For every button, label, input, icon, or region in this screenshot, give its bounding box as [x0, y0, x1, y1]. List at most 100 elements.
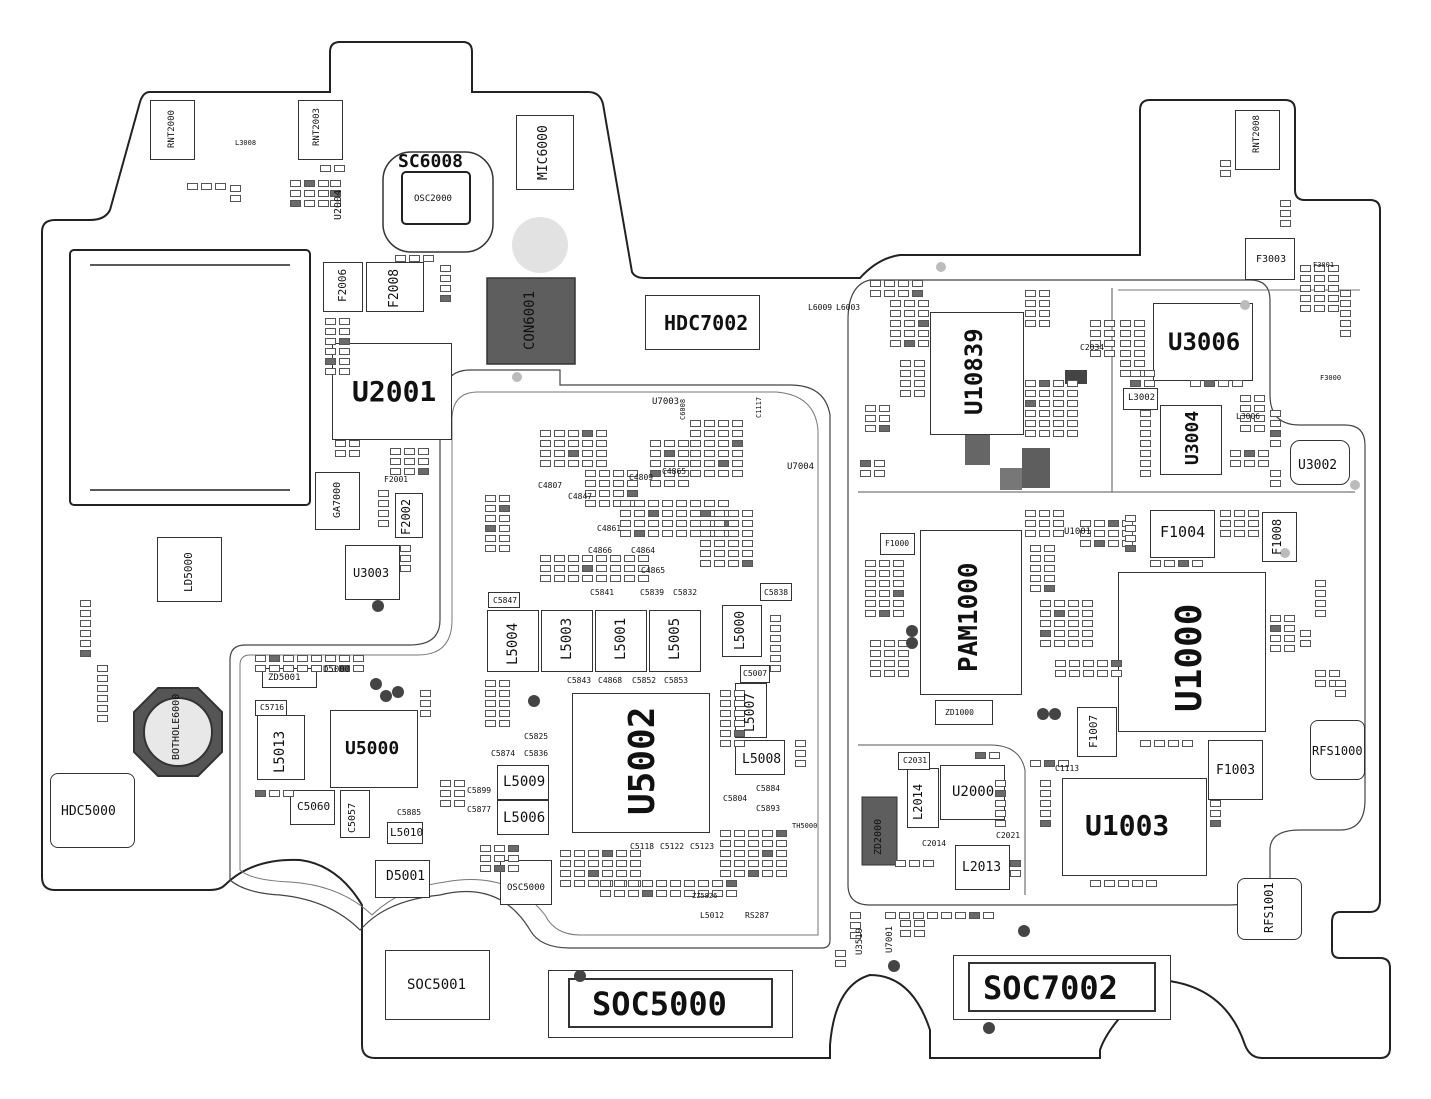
smd-pad	[912, 280, 923, 287]
smd-pad	[720, 700, 731, 707]
label-l5009: L5009	[503, 774, 546, 790]
smd-pad	[613, 470, 624, 477]
smd-pad	[1340, 300, 1351, 307]
smd-pad	[879, 590, 890, 597]
smd-pad	[330, 180, 341, 187]
smd-pad	[283, 655, 294, 662]
smd-pad	[378, 510, 389, 517]
smd-pad	[1328, 265, 1339, 272]
smd-pad	[1300, 275, 1311, 282]
label-u2004: U2004	[333, 189, 344, 220]
smd-pad	[1232, 380, 1243, 387]
smd-pad	[870, 650, 881, 657]
smd-pad	[720, 710, 731, 717]
smd-pad	[1300, 305, 1311, 312]
smd-pad	[850, 912, 861, 919]
label-f1003: F1003	[1216, 763, 1256, 778]
smd-pad	[628, 880, 639, 887]
smd-pad	[1340, 310, 1351, 317]
smd-pad	[1182, 740, 1193, 747]
smd-pad	[638, 565, 649, 572]
smd-pad	[941, 912, 952, 919]
smd-pad	[714, 540, 725, 547]
smd-pad	[700, 540, 711, 547]
smd-pad	[718, 440, 729, 447]
smd-pad	[995, 780, 1006, 787]
l5005-box	[649, 610, 701, 672]
smd-pad	[1220, 160, 1231, 167]
smd-pad	[850, 922, 861, 929]
smd-pad	[454, 780, 465, 787]
label-f1004: F1004	[1160, 523, 1206, 541]
smd-pad	[1284, 645, 1295, 652]
smd-pad	[1108, 530, 1119, 537]
smd-pad	[540, 440, 551, 447]
smd-pad	[574, 870, 585, 877]
smd-pad	[1040, 820, 1051, 827]
smd-pad	[904, 300, 915, 307]
smd-pad	[1054, 600, 1065, 607]
smd-pad	[742, 560, 753, 567]
smd-pad	[582, 430, 593, 437]
label-sc6008: SC6008	[398, 151, 464, 172]
smd-pad	[1067, 410, 1078, 417]
label-u1001: U1001	[1064, 527, 1092, 537]
smd-pad	[1082, 630, 1093, 637]
smd-pad	[1039, 380, 1050, 387]
rfs1000-box	[1310, 720, 1365, 780]
smd-pad	[582, 450, 593, 457]
smd-pad	[1039, 430, 1050, 437]
smd-pad	[485, 720, 496, 727]
via-3	[370, 678, 382, 690]
smd-pad	[1054, 640, 1065, 647]
smd-pad	[1328, 275, 1339, 282]
smd-pad	[1178, 560, 1189, 567]
label-l5004: L5004	[505, 622, 521, 665]
smd-pad	[1039, 320, 1050, 327]
smd-pad	[648, 510, 659, 517]
smd-pad	[311, 665, 322, 672]
smd-pad	[898, 650, 909, 657]
smd-pad	[499, 525, 510, 532]
smd-pad	[627, 470, 638, 477]
c5060-box	[290, 790, 335, 825]
smd-pad	[904, 320, 915, 327]
smd-pad	[1068, 630, 1079, 637]
smd-pad	[554, 460, 565, 467]
label-ld5000: LD5000	[182, 552, 195, 592]
smd-pad	[700, 560, 711, 567]
smd-pad	[865, 425, 876, 432]
smd-pad	[1140, 740, 1151, 747]
c5007-box	[740, 665, 770, 683]
smd-pad	[1210, 820, 1221, 827]
smd-pad	[454, 790, 465, 797]
smd-pad	[860, 470, 871, 477]
smd-pad	[1068, 620, 1079, 627]
l2013-box	[955, 845, 1010, 890]
l3002-box	[1123, 388, 1158, 410]
smd-pad	[1030, 575, 1041, 582]
smd-pad	[650, 470, 661, 477]
display-window	[69, 249, 311, 506]
smd-pad	[1190, 380, 1201, 387]
smd-pad	[330, 190, 341, 197]
label-c5836: C5836	[524, 749, 549, 758]
label-c4864: C4864	[631, 546, 656, 555]
label-soc5001: SOC5001	[407, 977, 467, 993]
smd-pad	[1055, 660, 1066, 667]
label-f2008: F2008	[387, 268, 402, 308]
smd-pad	[650, 460, 661, 467]
smd-pad	[1284, 625, 1295, 632]
smd-pad	[440, 780, 451, 787]
smd-pad	[1118, 880, 1129, 887]
smd-pad	[1270, 480, 1281, 487]
smd-pad	[1080, 530, 1091, 537]
smd-pad	[914, 930, 925, 937]
smd-pad	[1053, 400, 1064, 407]
smd-pad	[726, 880, 737, 887]
label-u10839: U10839	[960, 328, 988, 415]
smd-pad	[893, 590, 904, 597]
smd-pad	[720, 730, 731, 737]
smd-pad	[720, 840, 731, 847]
smd-pad	[698, 880, 709, 887]
